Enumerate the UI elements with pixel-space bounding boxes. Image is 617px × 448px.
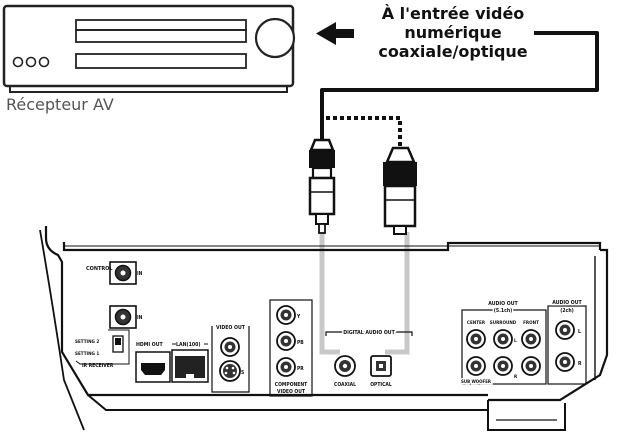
player-rear-panel [39,226,609,431]
hdmi-out-port: HDMI OUT [135,342,171,383]
center-label: CENTER [467,320,486,326]
surround-r-label: R [514,374,518,380]
coaxial-label: COAXIAL [334,382,356,388]
control-label: CONTROL [86,266,113,272]
digital-audio-out-label: DIGITAL AUDIO OUT [343,330,395,336]
ir-in-jack: IR IN [109,305,143,329]
ir-receiver-label: IR RECEIVER [82,363,114,369]
setting1-label: SETTING 1 [75,351,99,357]
component-video-out-jacks: Y PB PR COMPONENT VIDEO OUT [269,299,313,397]
control-in-jack: CONTROL IN [86,261,143,285]
audio-out-2ch-jacks: AUDIO OUT (2ch) L R [547,299,587,385]
optical-plug [383,146,417,235]
audio-out-51-label: AUDIO OUT [488,301,518,307]
optical-cable-dotted [326,116,402,148]
audio-out-2ch-label: AUDIO OUT [552,300,582,306]
callout-line-3: coaxiale/optique [378,42,528,61]
av-receiver [2,4,296,93]
cables [319,232,410,355]
hdmi-out-label: HDMI OUT [136,342,164,348]
ir-receiver-switch: SETTING 2 SETTING 1 IR RECEIVER [75,329,130,369]
video-out-jacks: VIDEO OUT S [211,325,250,393]
front-label: FRONT [523,320,539,326]
video-out-s-label: S [241,370,244,376]
component-y-label: Y [296,314,301,320]
callout-line-2: numérique [404,23,502,42]
video-out-label: VIDEO OUT [216,325,246,331]
surround-l-label: L [514,338,517,344]
r-label: R [578,361,582,367]
subwoofer-label: SUB WOOFER [461,379,491,385]
audio-out-2ch-channels-label: (2ch) [560,308,574,314]
component-video-out-label: VIDEO OUT [277,389,306,395]
control-in-label: IN [137,271,143,277]
audio-out-51-jacks: AUDIO OUT (5.1ch) CENTER SURROUND FRONT … [460,301,547,387]
ir-in-label: IN [137,315,143,321]
coaxial-plug [308,138,336,234]
l-label: L [578,329,581,335]
arrow-icon [316,22,354,45]
lan-label: LAN(100) [176,342,201,348]
component-pr-label: PR [297,366,304,372]
optical-label: OPTICAL [370,382,392,388]
setting2-label: SETTING 2 [75,339,99,345]
component-pb-label: PB [297,340,304,346]
leader-line [320,31,599,150]
receiver-label: Récepteur AV [6,95,114,114]
digital-audio-out-jacks: DIGITAL AUDIO OUT COAXIAL OPTICAL [325,329,413,388]
surround-label: SURROUND [490,320,517,326]
lan-port: LAN(100) [171,342,209,383]
callout-label: À l'entrée vidéo numérique coaxiale/opti… [353,4,553,61]
audio-out-51-channels-label: (5.1ch) [494,308,513,314]
component-label: COMPONENT [275,382,308,388]
callout-line-1: À l'entrée vidéo [381,4,525,23]
